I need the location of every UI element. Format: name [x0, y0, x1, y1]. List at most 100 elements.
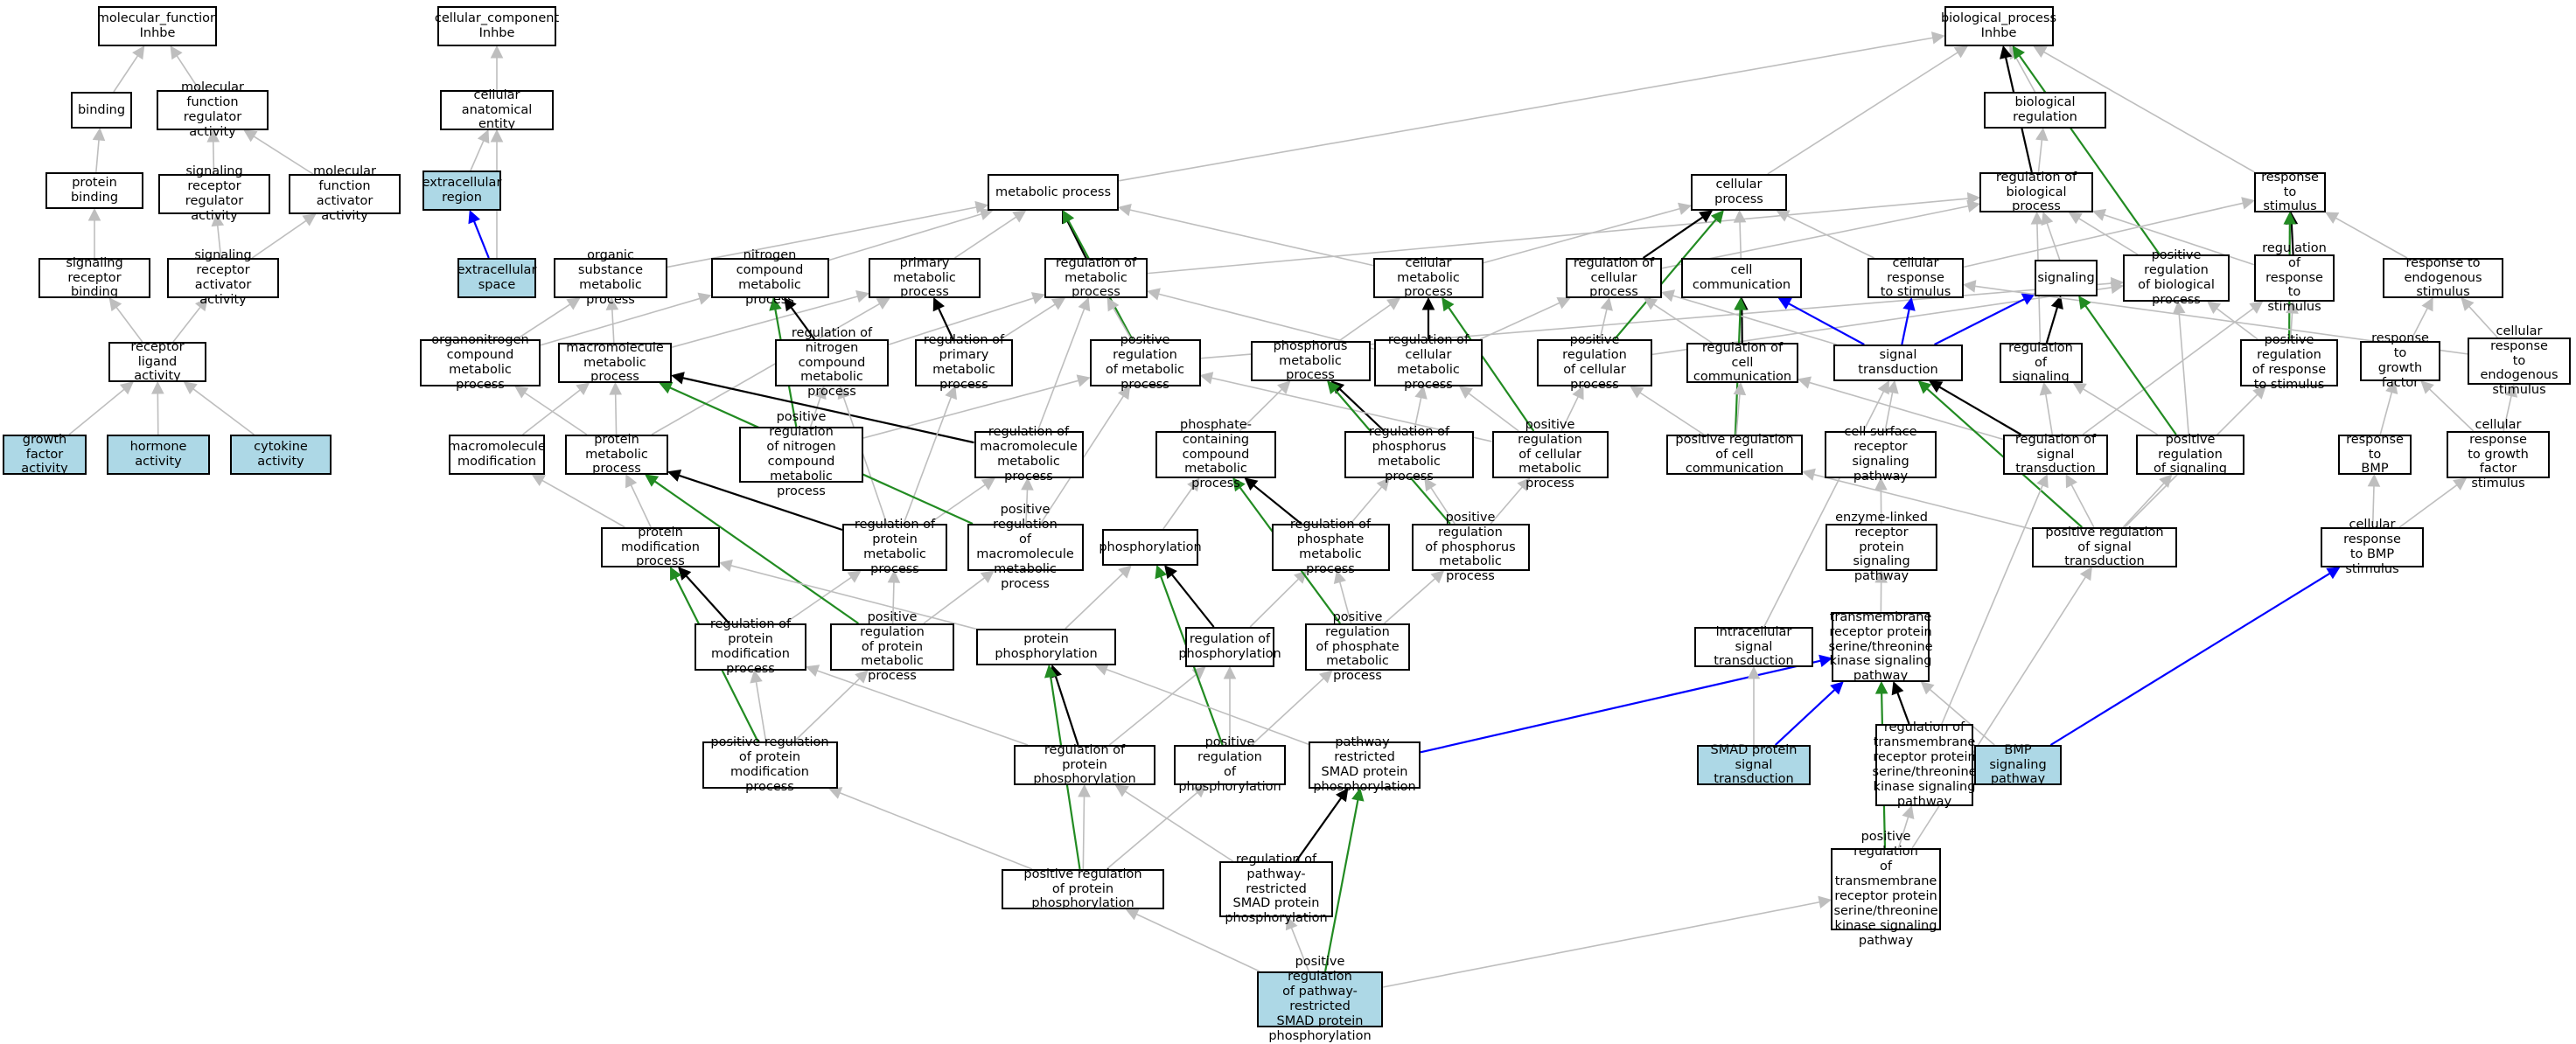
node-protphos: protein phosphorylation — [976, 629, 1116, 665]
node-posregbio: positive regulation of biological proces… — [2123, 254, 2230, 302]
node-posregmet: positive regulation of metabolic process — [1090, 339, 1201, 386]
arrowhead-regsigtrans-to-regcomm — [1798, 377, 1811, 387]
edge-extreg-to-cae — [471, 141, 484, 171]
arrowhead-posregsig-to-signaling — [2079, 296, 2091, 309]
node-posregmacro: positive regulation of macromolecule met… — [967, 524, 1084, 571]
edge-posregcomm-to-posregcell — [1640, 393, 1704, 435]
edge-posregsig-to-signaling — [2085, 306, 2176, 435]
edge-respendo-to-resp — [2335, 218, 2407, 258]
node-posregresp: positive regulation of response to stimu… — [2240, 339, 2338, 386]
node-signtrans: signal transduction — [1833, 345, 1963, 381]
arrowhead-cellproc-to-bp — [1955, 46, 1967, 57]
edge-regcell-to-cellproc — [1644, 217, 1703, 258]
node-cellrespgf: cellular response to growth factor stimu… — [2447, 431, 2550, 478]
node-intrasig: intracellular signal transduction — [1694, 627, 1813, 667]
node-regprim: regulation of primary metabolic process — [915, 339, 1013, 386]
edge-primary-to-metab — [955, 217, 1016, 258]
node-cellcomm: cell communication — [1681, 258, 1802, 298]
node-posregcellmet: positive regulation of cellular metaboli… — [1492, 431, 1609, 478]
arrowhead-protmod-to-macmod — [533, 475, 546, 485]
edge-prsmad-to-tmrpk — [1421, 661, 1820, 753]
node-enzlinked: enzyme-linked receptor protein signaling… — [1826, 524, 1937, 571]
edge-protmod-to-macmod — [542, 480, 625, 527]
node-posregsig: positive regulation of signaling — [2136, 435, 2244, 475]
edge-posregsig-to-posregbio — [2179, 313, 2189, 435]
node-mfreg: molecular function regulator activity — [157, 90, 269, 130]
node-posregphosphate: positive regulation of phosphate metabol… — [1305, 623, 1410, 671]
edge-cellmet-to-metab — [1130, 210, 1373, 266]
edge-posregprotphos-to-regprotphos — [1083, 797, 1084, 869]
node-regcomm: regulation of cell communication — [1686, 343, 1798, 383]
node-resp: response to stimulus — [2254, 172, 2326, 212]
arrowhead-cellmet-to-cellproc — [1679, 203, 1691, 214]
node-cae: cellular anatomical entity — [440, 90, 554, 130]
arrowhead-regmacro-to-macro — [672, 372, 684, 384]
node-regprotmod: regulation of protein modification proce… — [695, 623, 806, 671]
node-cellproc: cellular process — [1691, 174, 1787, 211]
node-protbind: protein binding — [45, 172, 143, 209]
edge-protmet-to-macro — [616, 394, 617, 435]
arrowhead-regprotphos-to-regprotmod — [806, 665, 819, 676]
arrowhead-regnitro-to-regmet — [1032, 293, 1044, 303]
node-posregcell: positive regulation of cellular process — [1537, 339, 1652, 386]
node-regcellmet: regulation of cellular metabolic process — [1374, 339, 1483, 386]
arrowhead-srbind-to-protbind — [89, 209, 101, 220]
node-regprotphos: regulation of protein phosphorylation — [1014, 745, 1155, 785]
node-cc: cellular_component Inhbe — [437, 6, 556, 46]
edge-regsig-to-signaling — [2047, 307, 2057, 343]
node-orgsub: organic substance metabolic process — [554, 258, 667, 298]
edge-posregprotphos-to-posregprotmod — [840, 793, 1032, 869]
node-bmpsig: BMP signaling pathway — [1974, 745, 2062, 785]
node-posregphosmet: positive regulation of phosphorus metabo… — [1412, 524, 1530, 571]
node-horm: hormone activity — [107, 435, 210, 475]
arrowhead-orgnitro-to-nitro — [698, 293, 710, 303]
node-regphosmet: regulation of phosphorus metabolic proce… — [1344, 431, 1474, 478]
arrowhead-binding-to-mf — [133, 46, 144, 59]
edge-regmet-to-regbio — [1148, 198, 1968, 274]
edge-posregsigtrans-to-posregsig — [2123, 484, 2164, 527]
edge-smad-to-tmrpk — [1776, 690, 1835, 745]
node-binding: binding — [71, 92, 132, 129]
arrowhead-posregsigtrans-to-posregcomm — [1803, 469, 1815, 480]
node-regcell: regulation of cellular process — [1566, 258, 1662, 298]
node-cellmet: cellular metabolic process — [1373, 258, 1483, 298]
node-mf: molecular_function Inhbe — [98, 6, 217, 46]
node-regprsmad: regulation of pathway-restricted SMAD pr… — [1219, 861, 1333, 917]
node-metab: metabolic process — [988, 174, 1119, 211]
arrowhead-macro-to-primary — [856, 291, 869, 303]
edge-regmet-to-metab — [1067, 221, 1086, 258]
node-posregprotphos: positive regulation of protein phosphory… — [1002, 869, 1164, 909]
arrowhead-cellrespendo-to-cellresp — [1964, 281, 1976, 292]
node-bioreg: biological regulation — [1984, 92, 2106, 129]
node-cyto: cytokine activity — [230, 435, 332, 475]
edge-protmod-to-protmet — [631, 485, 651, 527]
edge-signtrans-to-signaling — [1935, 299, 2025, 345]
edge-cyto-to-rla — [193, 389, 254, 435]
edge-prsmad-to-protphos — [1106, 670, 1309, 745]
edge-regprotmet-to-regprim — [904, 397, 951, 524]
edge-regprim-to-regmet — [1001, 304, 1055, 339]
node-mfact: molecular function activator activity — [289, 174, 401, 214]
arrowhead-regbio-to-bioreg — [2036, 129, 2048, 141]
node-regsig: regulation of signaling — [2000, 343, 2083, 383]
edge-posregprotphos-to-posregphos — [1106, 792, 1197, 869]
arrowhead-regprotmet-to-protmet — [668, 470, 681, 481]
edge-signtrans-to-cellcomm — [1789, 303, 1864, 345]
node-cellrespendo: cellular response to endogenous stimulus — [2468, 338, 2571, 385]
node-sraa: signaling receptor activator activity — [167, 258, 279, 298]
node-nitro: nitrogen compound metabolic process — [711, 258, 829, 298]
edge-cellmet-to-cellproc — [1483, 209, 1679, 263]
node-regnitro: regulation of nitrogen compound metaboli… — [775, 339, 889, 386]
edge-regphos-to-regphosphate — [1250, 579, 1298, 627]
edge-rla-to-sraa — [173, 307, 200, 342]
node-regmet: regulation of metabolic process — [1044, 258, 1148, 298]
node-regprotmet: regulation of protein metabolic process — [842, 524, 947, 571]
node-posregprotmet: positive regulation of protein metabolic… — [830, 623, 954, 671]
arrowhead-posregphos-to-phosph — [1155, 566, 1166, 578]
edge-regmacro-to-regmet — [1037, 309, 1084, 431]
node-prsmad: pathway-restricted SMAD protein phosphor… — [1309, 741, 1421, 789]
node-regbio: regulation of biological process — [1979, 172, 2093, 212]
arrowhead-extspace-to-extreg — [469, 211, 479, 223]
node-smad: SMAD protein signal transduction — [1697, 745, 1811, 785]
